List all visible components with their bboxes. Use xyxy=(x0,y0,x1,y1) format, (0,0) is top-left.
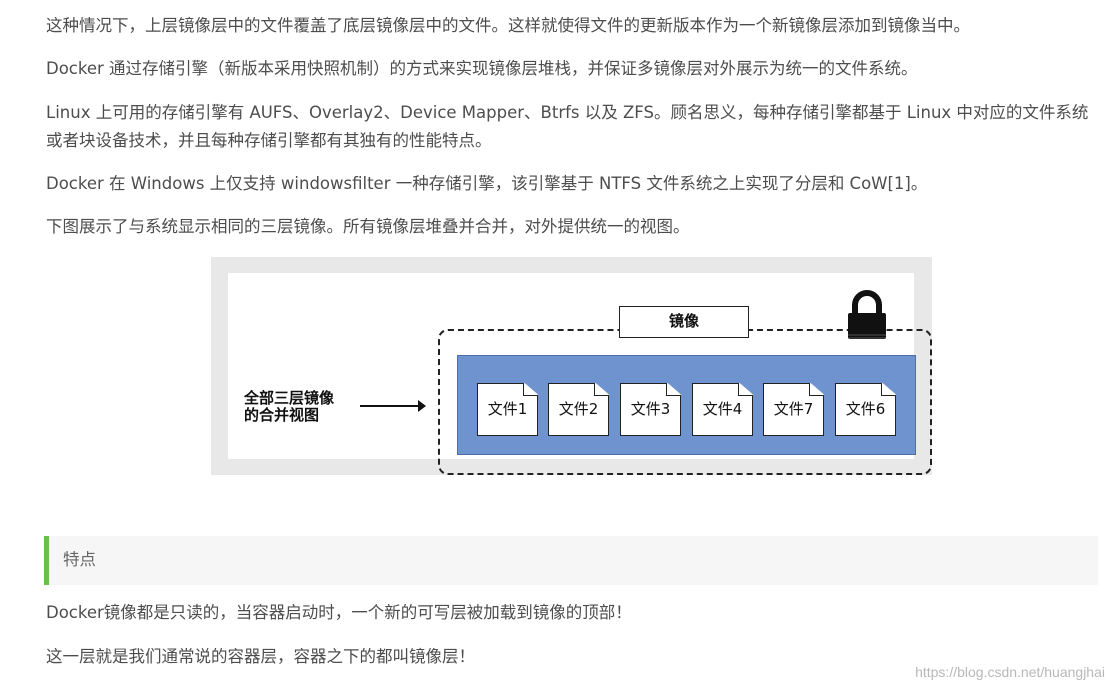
paragraph-linux-engines: Linux 上可用的存储引擎有 AUFS、Overlay2、Device Map… xyxy=(46,103,1089,150)
merged-view-label: 全部三层镜像 的合并视图 xyxy=(244,390,334,424)
file-2: 文件2 xyxy=(548,383,609,436)
paragraph-container-layer: 这一层就是我们通常说的容器层，容器之下的都叫镜像层！ xyxy=(46,647,475,666)
image-tag-label: 镜像 xyxy=(619,306,749,338)
watermark: https://blog.csdn.net/huangjhai xyxy=(915,664,1105,680)
file-7: 文件7 xyxy=(763,383,824,436)
paragraph-readonly: Docker镜像都是只读的，当容器启动时，一个新的可写层被加载到镜像的顶部！ xyxy=(46,603,632,622)
right-arrow-icon xyxy=(360,400,426,412)
callout-title: 特点 xyxy=(63,550,96,569)
merged-view-label-line1: 全部三层镜像 xyxy=(244,389,335,407)
file-3: 文件3 xyxy=(620,383,681,436)
paragraph-figure-intro: 下图展示了与系统显示相同的三层镜像。所有镜像层堆叠并合并，对外提供统一的视图。 xyxy=(46,217,690,236)
paragraph-file-override: 这种情况下，上层镜像层中的文件覆盖了底层镜像层中的文件。这样就使得文件的更新版本… xyxy=(46,16,970,35)
image-layers-figure: 全部三层镜像 的合并视图 镜像 文件1 文件2 文件3 文件4 文件7 文件6 xyxy=(211,257,932,475)
figure-canvas: 全部三层镜像 的合并视图 镜像 文件1 文件2 文件3 文件4 文件7 文件6 xyxy=(228,273,932,475)
paragraph-storage-engine: Docker 通过存储引擎（新版本采用快照机制）的方式来实现镜像层堆栈，并保证多… xyxy=(46,59,918,78)
lock-icon xyxy=(848,290,886,339)
file-6: 文件6 xyxy=(835,383,896,436)
file-1: 文件1 xyxy=(477,383,538,436)
merged-files-panel: 文件1 文件2 文件3 文件4 文件7 文件6 xyxy=(457,355,916,455)
file-4: 文件4 xyxy=(692,383,753,436)
paragraph-windows-engine: Docker 在 Windows 上仅支持 windowsfilter 一种存储… xyxy=(46,174,928,193)
merged-view-label-line2: 的合并视图 xyxy=(244,406,320,424)
section-callout: 特点 xyxy=(44,536,1098,585)
